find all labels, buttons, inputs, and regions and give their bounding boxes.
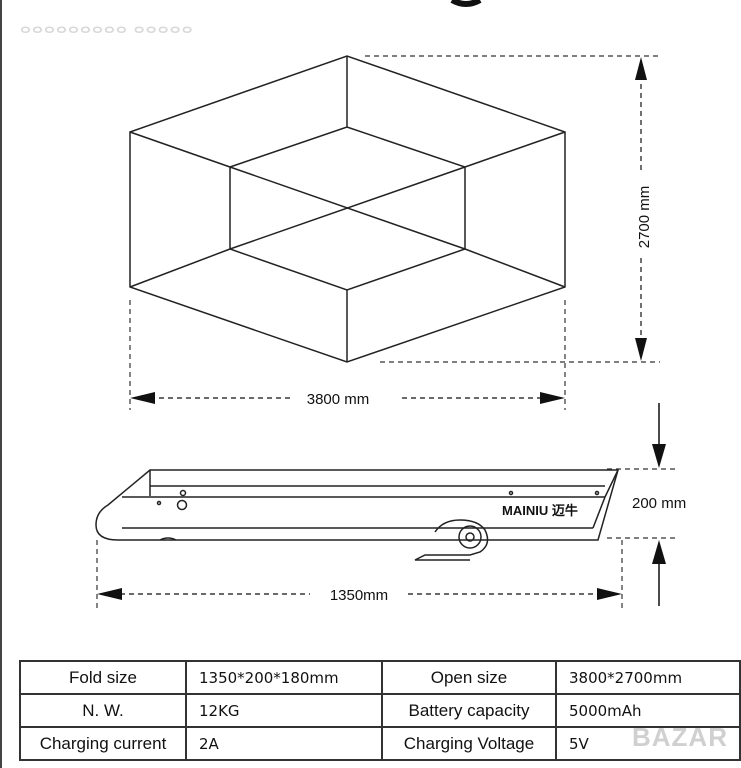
width-dimension [130, 392, 565, 404]
spec-label: Charging current [19, 726, 187, 761]
length-dimension [635, 57, 647, 361]
left-border [0, 0, 2, 768]
length-dimension-label: 2700 mm [636, 186, 653, 249]
spec-value: 12KG [185, 693, 383, 728]
spec-value: 2A [185, 726, 383, 761]
spec-value: 1350*200*180mm [185, 660, 383, 695]
brand-label: MAINIU 迈牛 [502, 503, 578, 518]
folded-length-label: 1350mm [330, 587, 388, 604]
spec-label: Charging Voltage [381, 726, 557, 761]
spec-value: 5000mAh [555, 693, 741, 728]
folded-length-dimension [97, 588, 622, 600]
spec-value: 3800*2700mm [555, 660, 741, 695]
table-row: Fold size 1350*200*180mm Open size 3800*… [19, 660, 741, 695]
height-dimension-label: 200 mm [632, 495, 686, 512]
width-dimension-label: 3800 mm [307, 391, 370, 408]
height-dimension [652, 403, 666, 606]
table-row: N. W. 12KG Battery capacity 5000mAh [19, 693, 741, 728]
folded-mat-drawing [95, 469, 619, 561]
title-fragment [450, 0, 482, 7]
spec-value: 5V [555, 726, 741, 761]
spec-label: Fold size [19, 660, 187, 695]
spec-label: Battery capacity [381, 693, 557, 728]
spec-label: Open size [381, 660, 557, 695]
diagram-svg: 2700 mm 3800 mm MAIN [95, 0, 686, 610]
table-row: Charging current 2A Charging Voltage 5V [19, 726, 741, 761]
spec-table: Fold size 1350*200*180mm Open size 3800*… [19, 660, 741, 761]
spec-label: N. W. [19, 693, 187, 728]
bazar-logo-watermark: BAZAR [632, 722, 728, 752]
extension-lines [96, 55, 675, 610]
watermark-text: ⴰⴰⴰⴰⴰⴰⴰⴰⴰ ⴰⴰⴰⴰⴰ [20, 18, 194, 37]
open-mat-drawing [129, 55, 566, 363]
